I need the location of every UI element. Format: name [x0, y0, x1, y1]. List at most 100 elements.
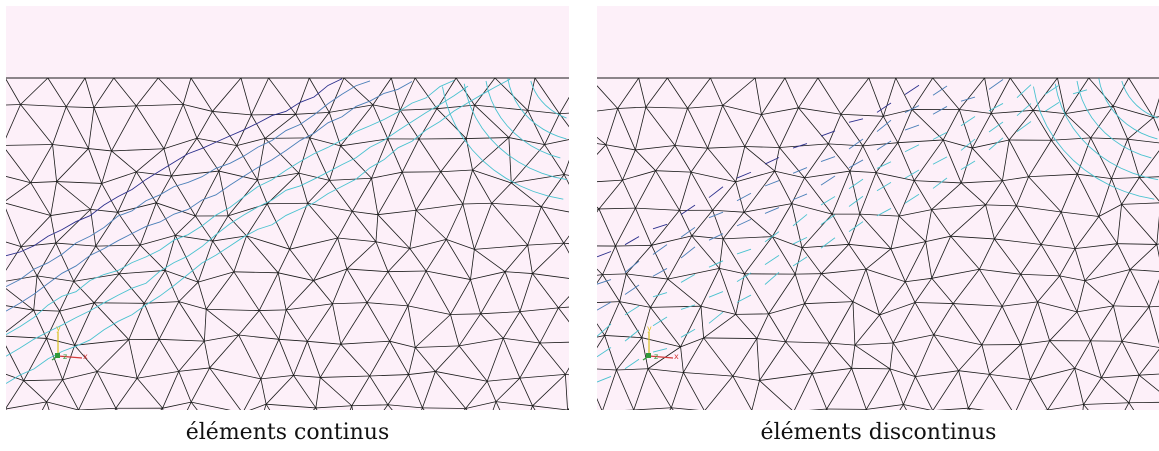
mesh-edge — [346, 268, 368, 303]
mesh-edge — [240, 77, 252, 115]
mesh-edge — [893, 334, 934, 344]
mesh-edge — [539, 341, 569, 344]
mesh-edge — [90, 209, 97, 247]
mesh-edge — [1090, 137, 1128, 140]
mesh-edge — [1059, 275, 1085, 282]
mesh-edge — [163, 104, 184, 149]
mesh-edge — [759, 380, 793, 410]
mesh-edge — [264, 114, 296, 139]
contour-segment — [932, 85, 948, 96]
mesh-edge — [804, 170, 851, 179]
mesh-edge — [744, 236, 773, 275]
mesh-edge — [332, 303, 342, 345]
mesh-edge — [667, 77, 688, 109]
mesh-edge — [285, 280, 314, 311]
mesh-edge — [389, 340, 409, 375]
contour-segment — [680, 273, 696, 283]
mesh-edge — [502, 311, 521, 339]
mesh-edge — [135, 77, 159, 107]
mesh-edge — [313, 280, 333, 305]
mesh-edge — [897, 109, 913, 143]
mesh-edge — [340, 302, 368, 345]
mesh-edge — [597, 136, 607, 146]
mesh-edge — [911, 109, 944, 141]
mesh-edge — [756, 338, 760, 381]
mesh-edge — [821, 268, 867, 275]
mesh-edge — [93, 77, 115, 108]
mesh-edge — [328, 112, 341, 147]
mesh-edge — [852, 301, 880, 316]
mesh-edge — [474, 77, 496, 106]
mesh-edge — [712, 209, 744, 213]
mesh-edge — [622, 179, 636, 209]
mesh-edge — [602, 273, 627, 276]
mesh-edge — [6, 208, 22, 247]
mesh-edge — [655, 145, 676, 171]
mesh-edge — [343, 77, 374, 106]
mesh-edge — [913, 180, 932, 210]
mesh-edge — [470, 249, 475, 280]
mesh-edge — [519, 307, 559, 313]
mesh-edge — [337, 237, 376, 243]
mesh-edge — [756, 338, 786, 343]
mesh-edge — [544, 144, 565, 175]
mesh-edge — [1002, 180, 1017, 207]
mesh-edge — [73, 245, 97, 282]
mesh-edge — [1083, 402, 1129, 405]
mesh-edge — [1111, 139, 1129, 179]
contour-segment — [932, 131, 948, 140]
mesh-edge — [163, 137, 198, 150]
mesh-edge — [387, 138, 403, 173]
mesh-edge — [859, 213, 892, 250]
mesh-edge — [633, 407, 672, 410]
mesh-edge — [1020, 301, 1038, 345]
contour-segment — [960, 160, 976, 170]
contour-segment — [652, 268, 668, 277]
mesh-edge — [890, 241, 926, 250]
axis-x — [648, 355, 674, 359]
mesh-edge — [204, 334, 239, 342]
mesh-edge — [1041, 244, 1076, 250]
mesh-edge — [890, 216, 900, 249]
mesh-edge — [46, 310, 61, 339]
mesh-edge — [691, 235, 720, 269]
contour-segment — [904, 105, 920, 113]
mesh-edge — [205, 271, 235, 310]
mesh-edge — [981, 306, 1003, 346]
mesh-edge — [340, 104, 374, 147]
contour-segment — [792, 193, 808, 201]
mesh-edge — [968, 407, 986, 410]
mesh-edge — [647, 368, 672, 408]
mesh-edge — [890, 248, 906, 282]
mesh-edge — [597, 323, 606, 336]
contour-line — [6, 85, 469, 357]
mesh-edge — [265, 375, 294, 405]
mesh-edge — [1049, 311, 1078, 341]
mesh-edge — [854, 314, 880, 346]
mesh-edge — [158, 339, 180, 372]
mesh-edge — [990, 113, 1010, 141]
mesh-edge — [257, 172, 299, 181]
mesh-edge — [647, 368, 684, 373]
contour-segment — [848, 118, 864, 123]
mesh-edge — [1117, 243, 1157, 245]
mesh-edge — [950, 235, 995, 240]
mesh-edge — [754, 77, 762, 115]
mesh-edge — [218, 170, 229, 216]
mesh-edge — [735, 181, 745, 213]
mesh-edge — [143, 270, 166, 304]
contour-segment — [792, 214, 808, 227]
mesh-edge — [84, 77, 95, 108]
mesh-edge — [1047, 368, 1076, 410]
contour-segment — [876, 161, 892, 169]
mesh-edge — [6, 78, 21, 105]
mesh-edge — [212, 111, 252, 116]
mesh-edge — [772, 236, 803, 249]
mesh-edge — [277, 249, 291, 273]
mesh-edge — [111, 150, 137, 173]
mesh-edge — [527, 206, 542, 246]
mesh-edge — [162, 408, 164, 410]
mesh-edge — [984, 77, 992, 114]
mesh-edge — [182, 104, 198, 139]
mesh-edge — [74, 345, 98, 372]
